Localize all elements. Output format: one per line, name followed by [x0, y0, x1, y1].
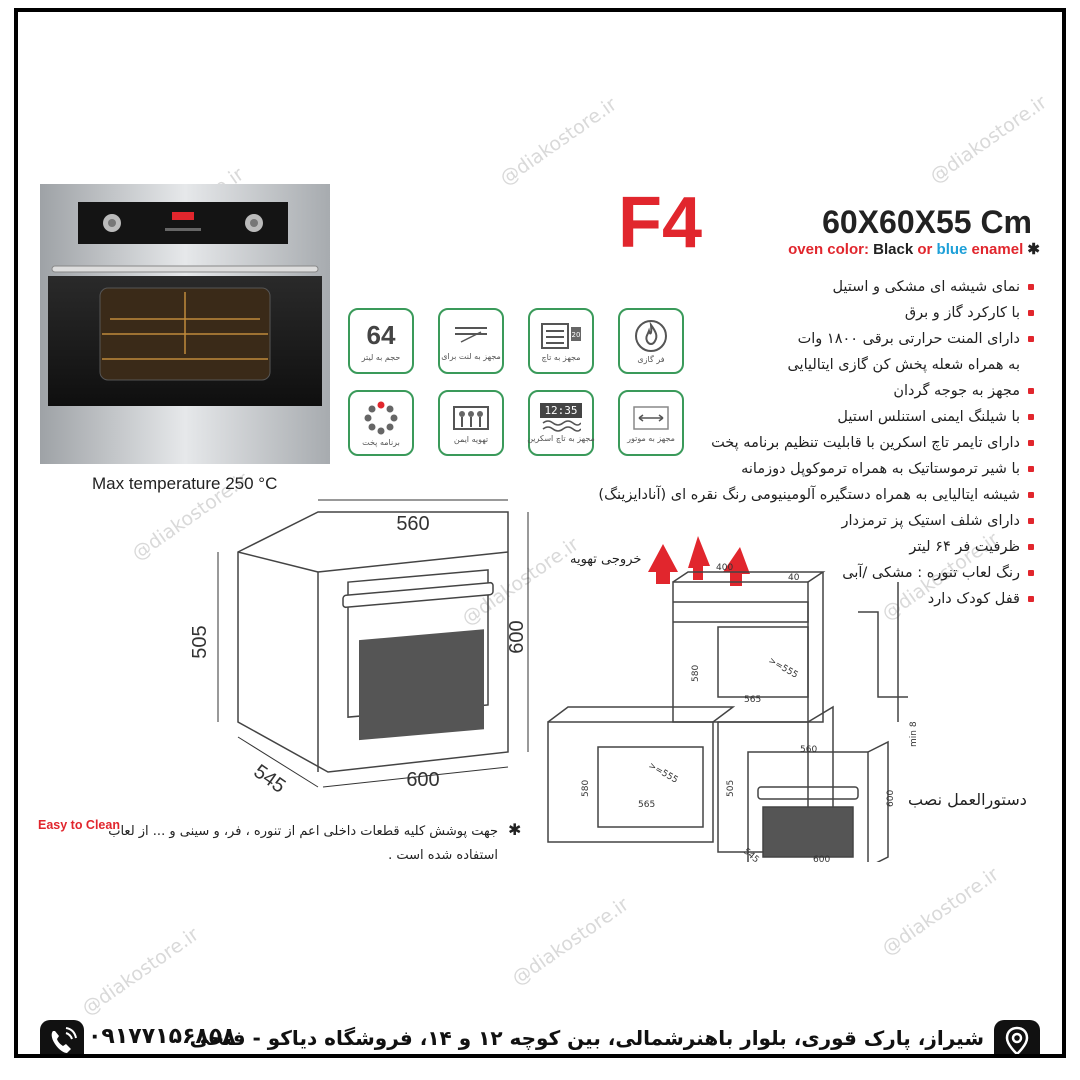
watermark: @diakostore.ir: [78, 923, 203, 1021]
min-gap-label: min 8: [909, 721, 919, 747]
timer-value: 12:35: [540, 403, 582, 418]
feature-item: ظرفیت فر ۶۴ لیتر: [514, 534, 1034, 560]
depth-label: 545: [249, 761, 289, 798]
height-label: 505: [189, 625, 211, 658]
feature-item: دارای شلف استیک پز ترمزدار: [514, 508, 1034, 534]
arrows-icon: [633, 405, 669, 430]
vent-label: خروجی تهویه: [570, 552, 642, 567]
upper-height-label: 580: [691, 665, 701, 682]
star-icon: ✱: [508, 820, 522, 839]
enamel-note: جهت پوشش کلیه قطعات داخلی اعم از تنوره ،…: [18, 820, 498, 868]
location-pin-icon: [994, 1020, 1040, 1054]
installation-title: دستورالعمل نصب: [908, 790, 1027, 809]
feature-item: با شیلنگ ایمنی استنلس استیل: [514, 404, 1034, 430]
lower-depth-label: >=555: [647, 761, 680, 786]
tray-label: مجهز به لنت برای: [441, 351, 501, 361]
motor-icon: مجهز به موتور: [618, 390, 684, 456]
mini-width-label: 560: [800, 745, 817, 755]
scale-value: 20: [572, 331, 581, 339]
timer-icon: 12:35 مجهز به تاچ اسکرین: [527, 390, 595, 456]
upper-depth-label: >=555: [767, 656, 800, 681]
dimensions: 60X60X55 Cm: [822, 204, 1032, 240]
fan-icon: تهویه ایمن: [438, 390, 504, 456]
oven-color-line: oven color: Black or blue enamel ✱: [788, 240, 1040, 258]
feature-item: نمای شیشه ای مشکی و استیل: [514, 274, 1034, 300]
watermark: @diakostore.ir: [496, 93, 621, 191]
oven-dimension-drawing: 560 505 600 545 600: [189, 499, 529, 798]
max-temperature: Max temperature 250 °C: [92, 474, 278, 493]
shelf-icon-graphic: 20: [541, 322, 581, 349]
gas-label: فر گازی: [637, 354, 665, 364]
capacity-label: حجم به لیتر: [361, 353, 401, 362]
motor-label: مجهز به موتور: [627, 433, 675, 443]
feature-item: دارای تایمر تاچ اسکرین با قابلیت تنظیم ب…: [514, 430, 1034, 456]
capacity-value: 64: [366, 320, 396, 350]
watermark: @diakostore.ir: [878, 863, 1003, 961]
page-frame: @diakostore.ir @diakostore.ir @diakostor…: [14, 8, 1066, 1058]
program-icon: برنامه پخت: [348, 390, 414, 456]
tray-icon: مجهز به لنت برای: [438, 308, 504, 374]
color-blue: blue: [936, 241, 968, 258]
enamel-note-line1: جهت پوشش کلیه قطعات داخلی اعم از تنوره ،…: [108, 824, 498, 839]
top-side-label: 40: [788, 573, 800, 583]
model-title: F4: [618, 183, 703, 263]
phone-icon: [40, 1020, 84, 1054]
feature-item: شیشه ایتالیایی به همراه دستگیره آلومینیو…: [514, 482, 1034, 508]
scale-icon: 20 مجهز به تاچ: [528, 308, 594, 374]
feature-item: دارای المنت حرارتی برقی ۱۸۰۰ وات: [514, 326, 1034, 352]
burners-icon: [453, 405, 489, 430]
lower-width-label: 565: [638, 800, 655, 810]
mini-height-label: 600: [886, 790, 896, 807]
watermark: @diakostore.ir: [926, 91, 1051, 189]
lower-height-label: 580: [581, 780, 591, 797]
phone-number: ۰۹۱۷۷۱۵۶۸۵۸: [88, 1024, 236, 1049]
timer-label: مجهز به تاچ اسکرین: [527, 434, 595, 443]
color-enamel: enamel: [971, 241, 1024, 258]
cabinet-height-label: 505: [726, 780, 736, 797]
feature-item: رنگ لعاب تنوره : مشکی /آبی: [514, 560, 1034, 586]
feature-list: نمای شیشه ای مشکی و استیل با کارکرد گاز …: [514, 274, 1034, 612]
gas-icon: فر گازی: [618, 308, 684, 374]
feature-item: به همراه شعله پخش کن گازی ایتالیایی: [787, 357, 1020, 373]
oven-color-label: oven color:: [788, 241, 869, 258]
program-label: برنامه پخت: [362, 437, 400, 447]
star-icon: ✱: [1027, 241, 1040, 258]
fan-label: تهویه ایمن: [453, 434, 489, 444]
store-address: شیراز، پارک قوری، بلوار باهنرشمالی، بین …: [189, 1026, 984, 1050]
wave-icon: [542, 420, 581, 432]
mini-depth-label: 545: [741, 847, 761, 862]
capacity-icon: 64 حجم به لیتر: [348, 308, 414, 374]
top-width-label: 400: [716, 563, 733, 573]
width-label: 560: [396, 513, 429, 535]
watermark: @diakostore.ir: [508, 893, 633, 991]
enamel-note-line2: استفاده شده است .: [388, 848, 498, 863]
color-or: or: [917, 241, 933, 258]
oven-photo: [40, 184, 330, 464]
easy-clean-brand: Easy to Clean: [38, 818, 120, 832]
dots-icon: [364, 401, 398, 434]
height-outer-label: 600: [506, 620, 528, 653]
width-bottom-label: 600: [406, 769, 439, 791]
feature-item: مجهز به جوجه گردان: [514, 378, 1034, 404]
feature-item: قفل کودک دارد: [514, 586, 1034, 612]
flame-icon: [635, 319, 667, 352]
installation-drawing: 400 40 >=555 565 580 >=555 565 580 505 5…: [547, 536, 919, 862]
feature-item: با کارکرد گاز و برق: [514, 300, 1034, 326]
scale-label: مجهز به تاچ: [541, 352, 581, 362]
mini-width-bottom-label: 600: [813, 855, 830, 862]
color-black: Black: [873, 241, 914, 258]
upper-width-label: 565: [744, 695, 761, 705]
feature-item: با شیر ترموستاتیک به همراه ترموکوپل دوزم…: [514, 456, 1034, 482]
tray-icon-graphic: [455, 326, 487, 343]
